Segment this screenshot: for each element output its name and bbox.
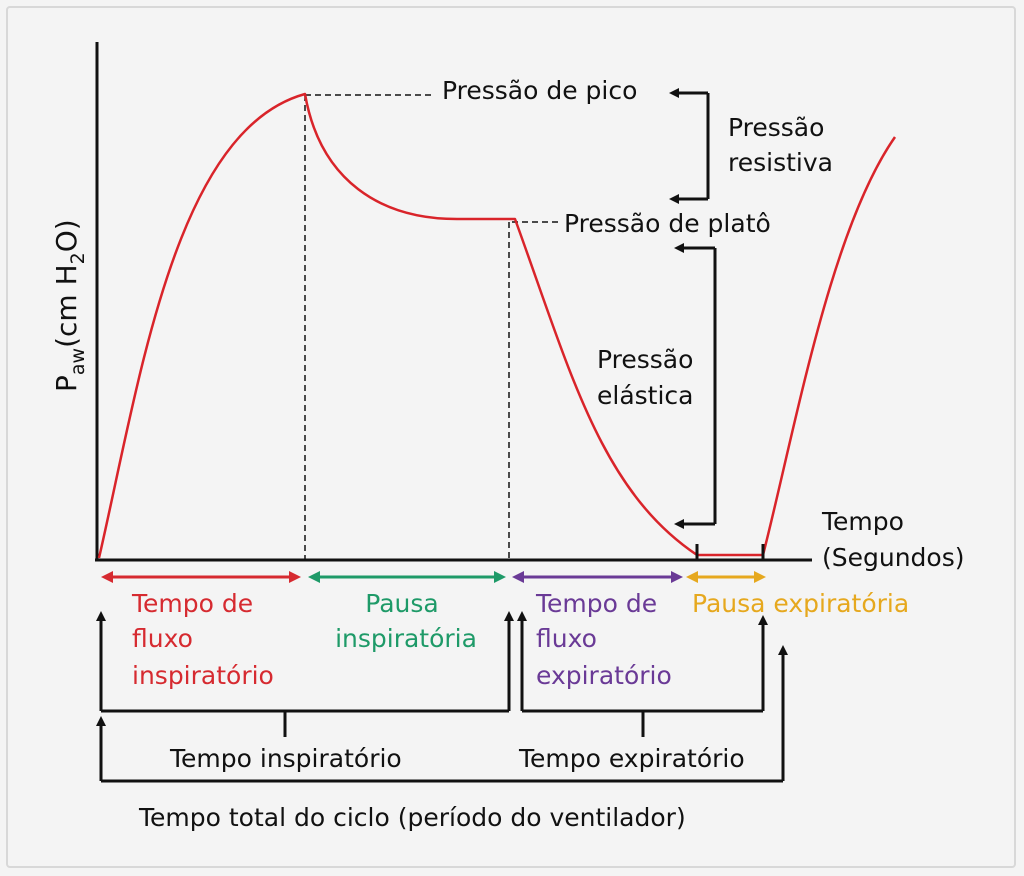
inspiratory-flow-label: Tempo de fluxo inspiratório <box>131 589 274 690</box>
x-axis-label-line2: (Segundos) <box>822 543 965 572</box>
expiratory-flow-label: Tempo de fluxo expiratório <box>535 589 672 690</box>
inspiratory-time-label: Tempo inspiratório <box>169 744 402 773</box>
resistive-pressure-label-1: Pressão <box>728 113 824 142</box>
expiratory-time-label: Tempo expiratório <box>518 744 745 773</box>
expiratory-pause-label: Pausa expiratória <box>692 589 909 618</box>
x-axis-label-line1: Tempo <box>821 507 904 536</box>
elastic-pressure-label-1: Pressão <box>597 345 693 374</box>
y-axis-label: Paw(cm H2O) <box>50 219 89 392</box>
figure-frame <box>6 6 1016 868</box>
peak-pressure-label: Pressão de pico <box>442 76 637 105</box>
plateau-pressure-label: Pressão de platô <box>564 209 771 238</box>
resistive-pressure-label-2: resistiva <box>728 148 833 177</box>
elastic-pressure-label-2: elástica <box>597 381 693 410</box>
total-cycle-label: Tempo total do ciclo (período do ventila… <box>138 803 686 832</box>
inspiratory-pause-label: Pausa inspiratória <box>335 589 477 653</box>
pressure-curve <box>97 92 897 559</box>
